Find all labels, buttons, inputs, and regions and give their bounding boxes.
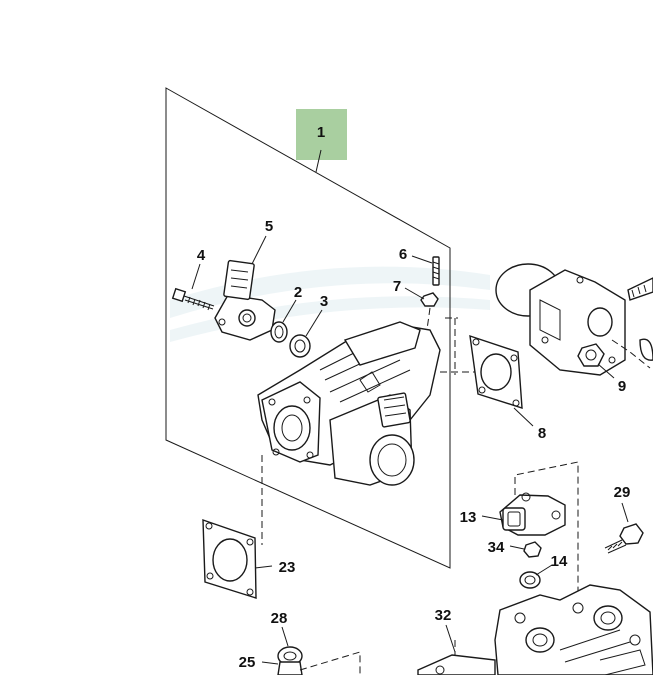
callout-4: 4: [197, 247, 206, 264]
leader-3: [305, 309, 323, 337]
leader-9: [597, 363, 615, 379]
callout-2: 2: [294, 284, 302, 301]
gasket-23: [202, 519, 257, 599]
callout-3: 3: [320, 293, 328, 310]
bolt-28: [277, 646, 303, 675]
sensor-bracket-dash: [514, 461, 579, 612]
callout-25: 25: [239, 654, 256, 671]
callout-6: 6: [399, 246, 407, 263]
callout-28: 28: [271, 610, 288, 627]
callout-7: 7: [393, 278, 401, 295]
callout-34: 34: [488, 539, 505, 556]
leader-14: [535, 564, 553, 576]
watermark-logo: [170, 266, 490, 342]
leader-29: [621, 502, 629, 523]
leader-23: [254, 565, 273, 569]
callout-32: 32: [435, 607, 452, 624]
map-sensor-13: [499, 492, 566, 536]
throttle-body: [257, 321, 441, 486]
callout-14: 14: [551, 553, 568, 570]
coolant-housing: [495, 263, 653, 376]
bolt-29: [604, 523, 644, 554]
leader-5: [251, 235, 267, 265]
gasket-8: [469, 334, 523, 409]
o-ring-2: [270, 321, 288, 343]
assembly-boundary: [165, 87, 451, 569]
callout-1: 1: [317, 124, 325, 141]
callout-8: 8: [538, 425, 546, 442]
leader-25: [261, 661, 279, 665]
leader-7: [404, 287, 425, 300]
bolt-28-dash: [299, 651, 361, 675]
leader-6: [411, 255, 433, 264]
washer-3: [289, 334, 311, 358]
leader-4: [191, 263, 201, 290]
intake-manifold: [494, 584, 653, 675]
gasket-32: [417, 654, 496, 675]
bolt-14: [519, 571, 541, 589]
throttle-position-sensor-5: [214, 259, 276, 341]
leader-2: [282, 299, 297, 323]
callout-13: 13: [460, 509, 477, 526]
nut-7: [420, 292, 439, 307]
leader-34: [509, 545, 525, 550]
callout-29: 29: [614, 484, 631, 501]
leader-32: [445, 624, 456, 653]
callout-9: 9: [618, 378, 626, 395]
callout-5: 5: [265, 218, 273, 235]
leader-28: [281, 626, 289, 647]
callout-highlight-box: [296, 109, 347, 160]
sensor-9: [577, 343, 605, 367]
callout-23: 23: [279, 559, 296, 576]
stud-6: [432, 256, 440, 286]
leader-13: [481, 515, 504, 521]
leader-8: [513, 407, 534, 427]
screw-4: [171, 287, 215, 311]
leader-1: [315, 149, 322, 173]
bolt-34: [523, 541, 542, 558]
